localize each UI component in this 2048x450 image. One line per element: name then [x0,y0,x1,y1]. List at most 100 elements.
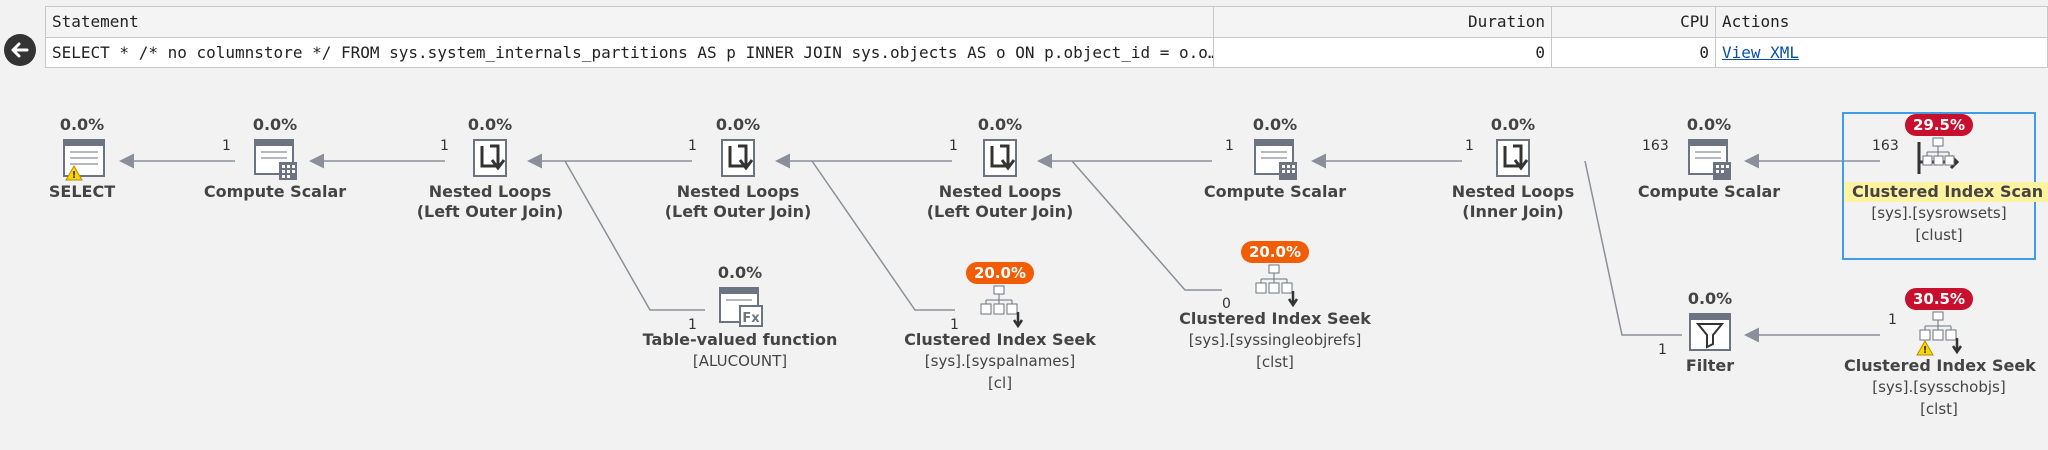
arrow-9 [811,160,955,311]
row-count-label: 1 [1888,312,1897,328]
operator-name: Filter [1685,356,1735,375]
duration-value: 0 [1214,38,1552,68]
operator-name: Compute Scalar [1637,182,1781,201]
row-count-label: 1 [1658,342,1667,358]
operator-object: [sys].[sysrowsets] [1871,204,2007,222]
cost-percent: 0.0% [1252,115,1298,134]
operator-object: [sys].[sysschobjs] [1872,378,2006,396]
statements-grid: Statement Duration CPU Actions SELECT * … [45,6,2048,68]
plan-operator-clustered-index-seek[interactable]: 30.5% ! Clustered Index Seek [sys].[syss… [1844,288,2036,420]
header-statement[interactable]: Statement [46,7,1214,37]
operator-name: Nested Loops [676,182,800,201]
cost-percent: 20.0% [965,262,1035,284]
row-count-label: 1 [1225,138,1234,154]
operator-name: Compute Scalar [203,182,347,201]
cost-percent: 0.0% [715,115,761,134]
cost-percent: 0.0% [59,115,105,134]
plan-operator-compute-scalar[interactable]: 0.0% Compute Scalar [200,114,350,202]
operator-name: Clustered Index Seek [1179,309,1371,328]
plan-operator-compute-scalar[interactable]: 0.0% Compute Scalar [1200,114,1350,202]
nested-loops-icon [712,136,764,182]
row-count-label: 163 [1872,138,1899,154]
row-count-label: 0 [1222,296,1231,312]
nested-loops-icon [974,136,1026,182]
operator-name: Nested Loops [938,182,1062,201]
operator-name: Clustered Index Scan [1844,182,2048,202]
cpu-value: 0 [1552,38,1716,68]
cost-percent: 0.0% [1686,115,1732,134]
cost-percent: 20.0% [1240,241,1310,263]
row-count-label: 163 [1642,138,1669,154]
select-icon: ! [56,136,108,182]
operator-name: Compute Scalar [1203,182,1347,201]
back-button[interactable] [4,34,36,66]
operator-object: [sys].[syssingleobjrefs] [1188,331,1362,349]
operator-name: Table-valued function [642,330,838,349]
cost-percent: 0.0% [467,115,513,134]
clustered-index-seek-icon [974,284,1026,330]
operator-name: Clustered Index Seek [1844,356,2036,375]
compute-scalar-icon [1249,136,1301,182]
statement-text[interactable]: SELECT * /* no columnstore */ FROM sys.s… [46,38,1214,68]
header-actions[interactable]: Actions [1722,12,1790,31]
clustered-index-scan-icon [1913,136,1965,182]
plan-operator-nested-loops[interactable]: 0.0% Nested Loops (Left Outer Join) [925,114,1075,222]
grid-data-row[interactable]: SELECT * /* no columnstore */ FROM sys.s… [46,38,2047,68]
back-arrow-icon [11,42,29,58]
row-count-label: 1 [950,317,959,333]
operator-index: [clust] [1915,226,1963,244]
plan-operator-table-valued-function[interactable]: 0.0% Fx Table-valued function [ALUCOUNT] [640,262,840,372]
header-duration[interactable]: Duration [1214,7,1552,37]
plan-operator-clustered-index-scan[interactable]: 29.5% Clustered Index Scan [sys].[sysrow… [1844,114,2048,246]
operator-subname: (Left Outer Join) [926,202,1074,221]
svg-text:Fx: Fx [742,311,760,326]
row-count-label: 1 [440,138,449,154]
plan-operator-nested-loops[interactable]: 0.0% Nested Loops (Inner Join) [1438,114,1588,222]
clustered-index-seek-icon [1249,263,1301,309]
plan-operator-compute-scalar[interactable]: 0.0% Compute Scalar [1634,114,1784,202]
operator-index: [cl] [987,374,1013,392]
header-cpu[interactable]: CPU [1552,7,1716,37]
plan-operator-clustered-index-seek[interactable]: 20.0% Clustered Index Seek [sys].[syssin… [1175,241,1375,373]
cost-percent: 0.0% [1687,289,1733,308]
svg-text:!: ! [72,170,77,181]
svg-text:!: ! [1923,345,1928,356]
compute-scalar-icon [1683,136,1735,182]
row-count-label: 1 [949,138,958,154]
operator-object: [ALUCOUNT] [692,352,788,370]
operator-name: Nested Loops [1451,182,1575,201]
plan-operator-clustered-index-seek[interactable]: 20.0% Clustered Index Seek [sys].[syspal… [900,262,1100,394]
table-valued-function-icon: Fx [714,284,766,330]
arrow-8 [564,160,705,311]
cost-percent: 0.0% [717,263,763,282]
plan-operator-select[interactable]: 0.0% ! SELECT [32,114,132,202]
operator-name: Clustered Index Seek [904,330,1096,349]
row-count-label: 1 [688,138,697,154]
plan-operator-nested-loops[interactable]: 0.0% Nested Loops (Left Outer Join) [415,114,565,222]
nested-loops-icon [464,136,516,182]
filter-icon [1684,310,1736,356]
view-xml-link[interactable]: View XML [1722,43,1800,62]
row-count-label: 1 [1465,138,1474,154]
operator-subname: (Left Outer Join) [664,202,812,221]
cost-percent: 0.0% [252,115,298,134]
plan-operator-filter[interactable]: 0.0% Filter [1660,288,1760,376]
operator-name: SELECT [48,182,116,201]
clustered-index-seek-icon: ! [1913,310,1965,356]
operator-subname: (Left Outer Join) [416,202,564,221]
cost-percent: 29.5% [1904,114,1974,136]
operator-subname: (Inner Join) [1462,202,1564,221]
row-count-label: 1 [222,138,231,154]
operator-index: [clst] [1256,353,1294,371]
cost-percent: 30.5% [1904,288,1974,310]
compute-scalar-icon [249,136,301,182]
cost-percent: 0.0% [977,115,1023,134]
warning-icon [65,164,83,181]
arrow-11 [1584,160,1682,336]
operator-name: Nested Loops [428,182,552,201]
nested-loops-icon [1487,136,1539,182]
plan-operator-nested-loops[interactable]: 0.0% Nested Loops (Left Outer Join) [663,114,813,222]
warning-icon [1916,339,1934,356]
operator-object: [sys].[syspalnames] [924,352,1076,370]
